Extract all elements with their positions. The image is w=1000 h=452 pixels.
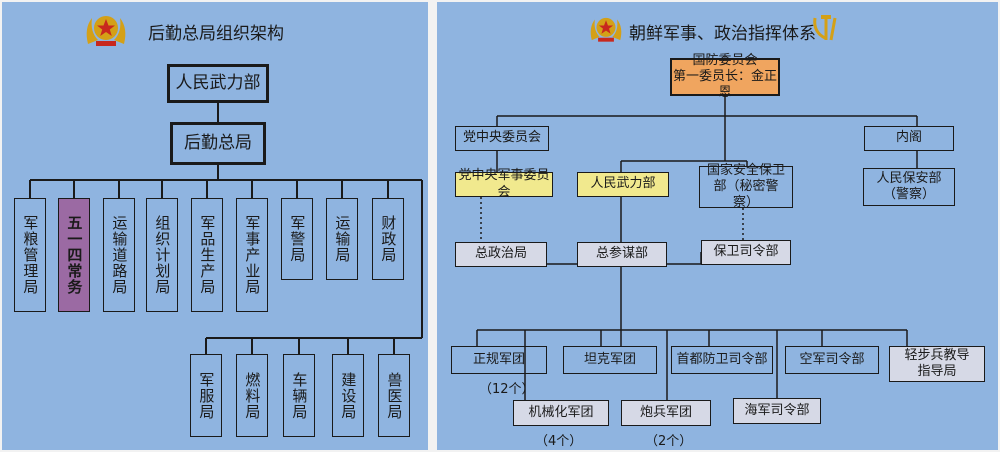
- regular-corps-count: （12个）: [479, 382, 535, 397]
- peoples-armed-forces-box: 人民武力部: [167, 64, 269, 103]
- bureau-box: 军服局: [190, 354, 222, 437]
- logistics-bureau-box: 后勤总局: [170, 122, 266, 165]
- bureau-box: 军品生产局: [191, 198, 223, 312]
- national-defense-commission-box: 国防委员会 第一委员长：金正恩: [670, 53, 780, 100]
- mechanized-corps-box: 机械化军团: [513, 400, 609, 426]
- bureau-box: 军粮管理局: [14, 198, 46, 312]
- hammer-sickle-brush-icon: [813, 15, 837, 41]
- state-security-box: 国家安全保卫部（秘密警察）: [699, 163, 793, 210]
- bureau-box: 组织计划局: [146, 198, 178, 312]
- bureau-box: 运输局: [326, 198, 358, 280]
- bureau-box: 建设局: [332, 354, 364, 437]
- tank-corps-box: 坦克军团: [563, 346, 657, 374]
- regular-corps-box: 正规军团: [451, 346, 547, 374]
- ndc-title: 国防委员会: [692, 52, 758, 68]
- cabinet-box: 内阁: [864, 126, 954, 151]
- command-system-panel: 朝鲜军事、政治指挥体系 国防委员会 第一委员长：金正恩 党中央委员会 内阁 党中…: [437, 2, 998, 450]
- peoples-security-box: 人民保安部（警察）: [863, 168, 955, 206]
- bureau-box: 军警局: [281, 198, 313, 280]
- artillery-corps-box: 炮兵军团: [621, 400, 711, 426]
- right-panel-title: 朝鲜军事、政治指挥体系: [629, 24, 816, 44]
- general-staff-box: 总参谋部: [577, 242, 667, 267]
- bureau-box: 五一四常务: [58, 198, 90, 312]
- air-force-command-box: 空军司令部: [785, 346, 879, 374]
- bureau-box: 车辆局: [283, 354, 315, 437]
- peoples-armed-forces-box: 人民武力部: [577, 172, 669, 197]
- artillery-corps-count: （2个）: [645, 434, 693, 449]
- army-emblem-icon: [86, 16, 126, 46]
- left-connector-lines: [29, 103, 423, 354]
- light-infantry-bureau-box: 轻步兵教导指导局: [889, 346, 985, 382]
- security-command-box: 保卫司令部: [701, 240, 791, 265]
- bureau-box: 运输道路局: [103, 198, 135, 312]
- bureau-box: 燃料局: [236, 354, 268, 437]
- logistics-org-panel: 后勤总局组织架构 人民武力部 后勤总局 军粮管理局 五一四常务 运输道路局 组织…: [2, 2, 428, 450]
- party-central-committee-box: 党中央委员会: [455, 126, 549, 151]
- bureau-box: 财政局: [372, 198, 404, 280]
- ndc-chairman: 第一委员长：金正恩: [672, 68, 777, 101]
- bureau-box: 军事产业局: [236, 198, 268, 312]
- general-political-bureau-box: 总政治局: [455, 242, 547, 267]
- left-panel-title: 后勤总局组织架构: [148, 24, 284, 44]
- bureau-box: 兽医局: [378, 354, 410, 437]
- party-military-commission-box: 党中央军事委员会: [455, 168, 553, 200]
- capital-defense-command-box: 首都防卫司令部: [671, 346, 773, 374]
- mechanized-corps-count: （4个）: [535, 434, 583, 449]
- army-emblem-icon: [590, 17, 622, 42]
- navy-command-box: 海军司令部: [733, 398, 821, 424]
